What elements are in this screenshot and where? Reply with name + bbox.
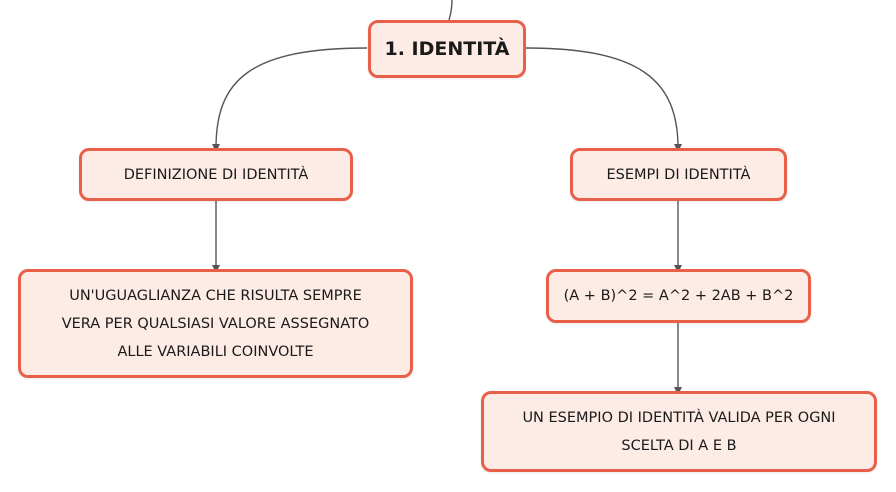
node-definition-text-label: UN'UGUAGLIANZA CHE RISULTA SEMPRE VERA P…: [61, 287, 370, 360]
node-example-formula[interactable]: (A + B)^2 = A^2 + 2AB + B^2: [546, 269, 811, 323]
node-definition-title[interactable]: DEFINIZIONE DI IDENTITÀ: [79, 148, 353, 201]
node-example-note[interactable]: UN ESEMPIO DI IDENTITÀ VALIDA PER OGNI S…: [481, 391, 877, 472]
node-definition-text[interactable]: UN'UGUAGLIANZA CHE RISULTA SEMPRE VERA P…: [18, 269, 413, 378]
node-root[interactable]: 1. IDENTITÀ: [368, 20, 526, 78]
node-example-formula-label: (A + B)^2 = A^2 + 2AB + B^2: [563, 288, 794, 304]
edge-parent-to-root: [448, 0, 453, 21]
edge-root-to-examples: [525, 47, 682, 152]
node-examples-title-label: ESEMPI DI IDENTITÀ: [606, 166, 751, 183]
node-root-label: 1. IDENTITÀ: [384, 38, 510, 60]
node-example-note-label: UN ESEMPIO DI IDENTITÀ VALIDA PER OGNI S…: [522, 409, 836, 454]
node-examples-title[interactable]: ESEMPI DI IDENTITÀ: [570, 148, 787, 201]
node-definition-title-label: DEFINIZIONE DI IDENTITÀ: [123, 166, 309, 183]
edge-root-to-definition: [212, 47, 368, 152]
